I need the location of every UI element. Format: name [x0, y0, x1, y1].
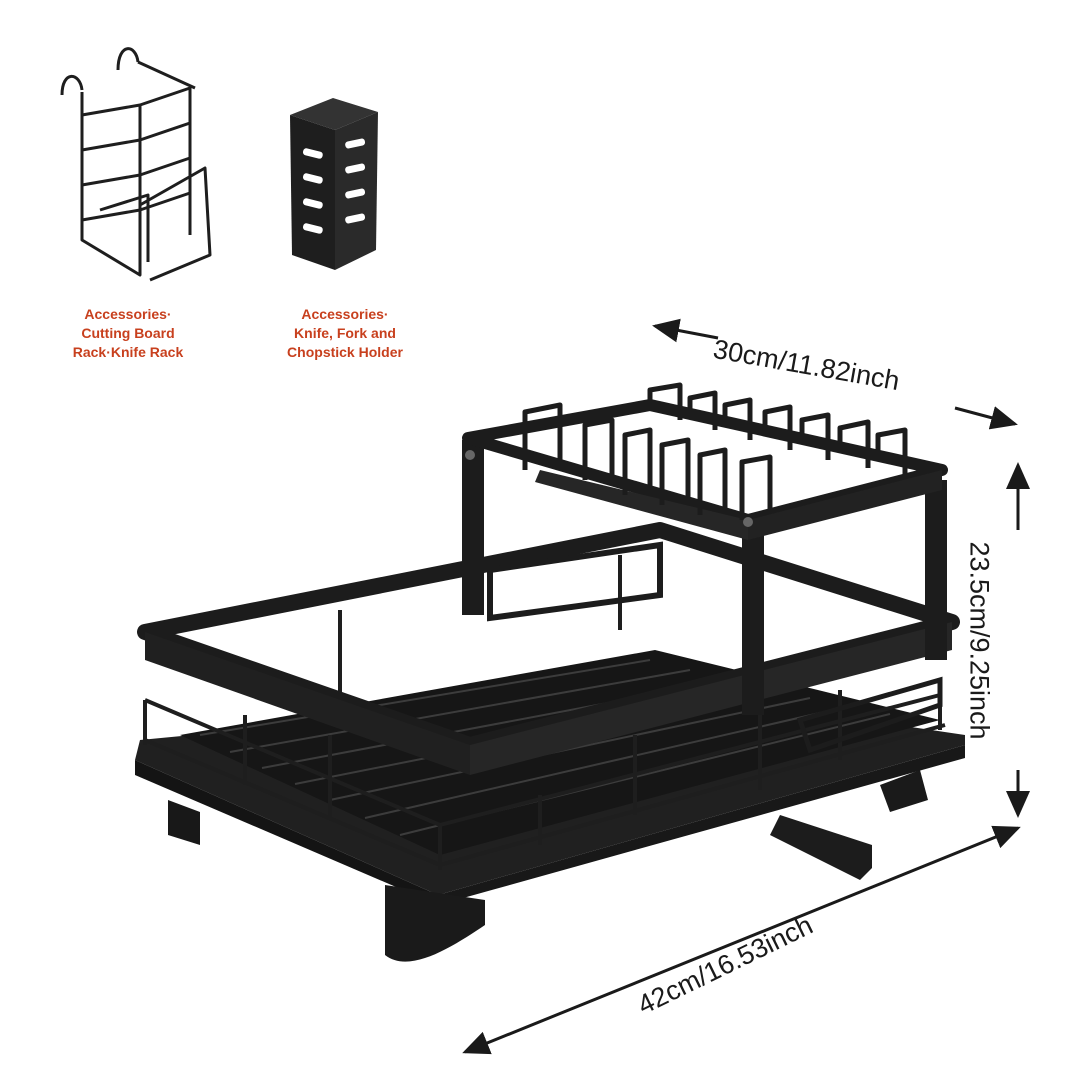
- caption-line: Cutting Board: [81, 325, 175, 341]
- utensil-holder-icon: [290, 98, 378, 270]
- caption-line: Rack·Knife Rack: [72, 344, 184, 360]
- height-dimension-label: 23.5cm/9.25inch: [964, 541, 995, 740]
- dish-rack-icon: [135, 382, 965, 962]
- accessory-caption-utensil-holder: Accessories· Knife, Fork and Chopstick H…: [255, 305, 435, 362]
- caption-line: Knife, Fork and: [294, 325, 396, 341]
- cutting-board-rack-icon: [60, 47, 212, 282]
- caption-line: Chopstick Holder: [287, 344, 403, 360]
- dimension-arrows: [462, 318, 1030, 1055]
- caption-line: Accessories·: [301, 306, 389, 322]
- accessory-caption-cutting-board: Accessories· Cutting Board Rack·Knife Ra…: [38, 305, 218, 362]
- caption-line: Accessories·: [84, 306, 172, 322]
